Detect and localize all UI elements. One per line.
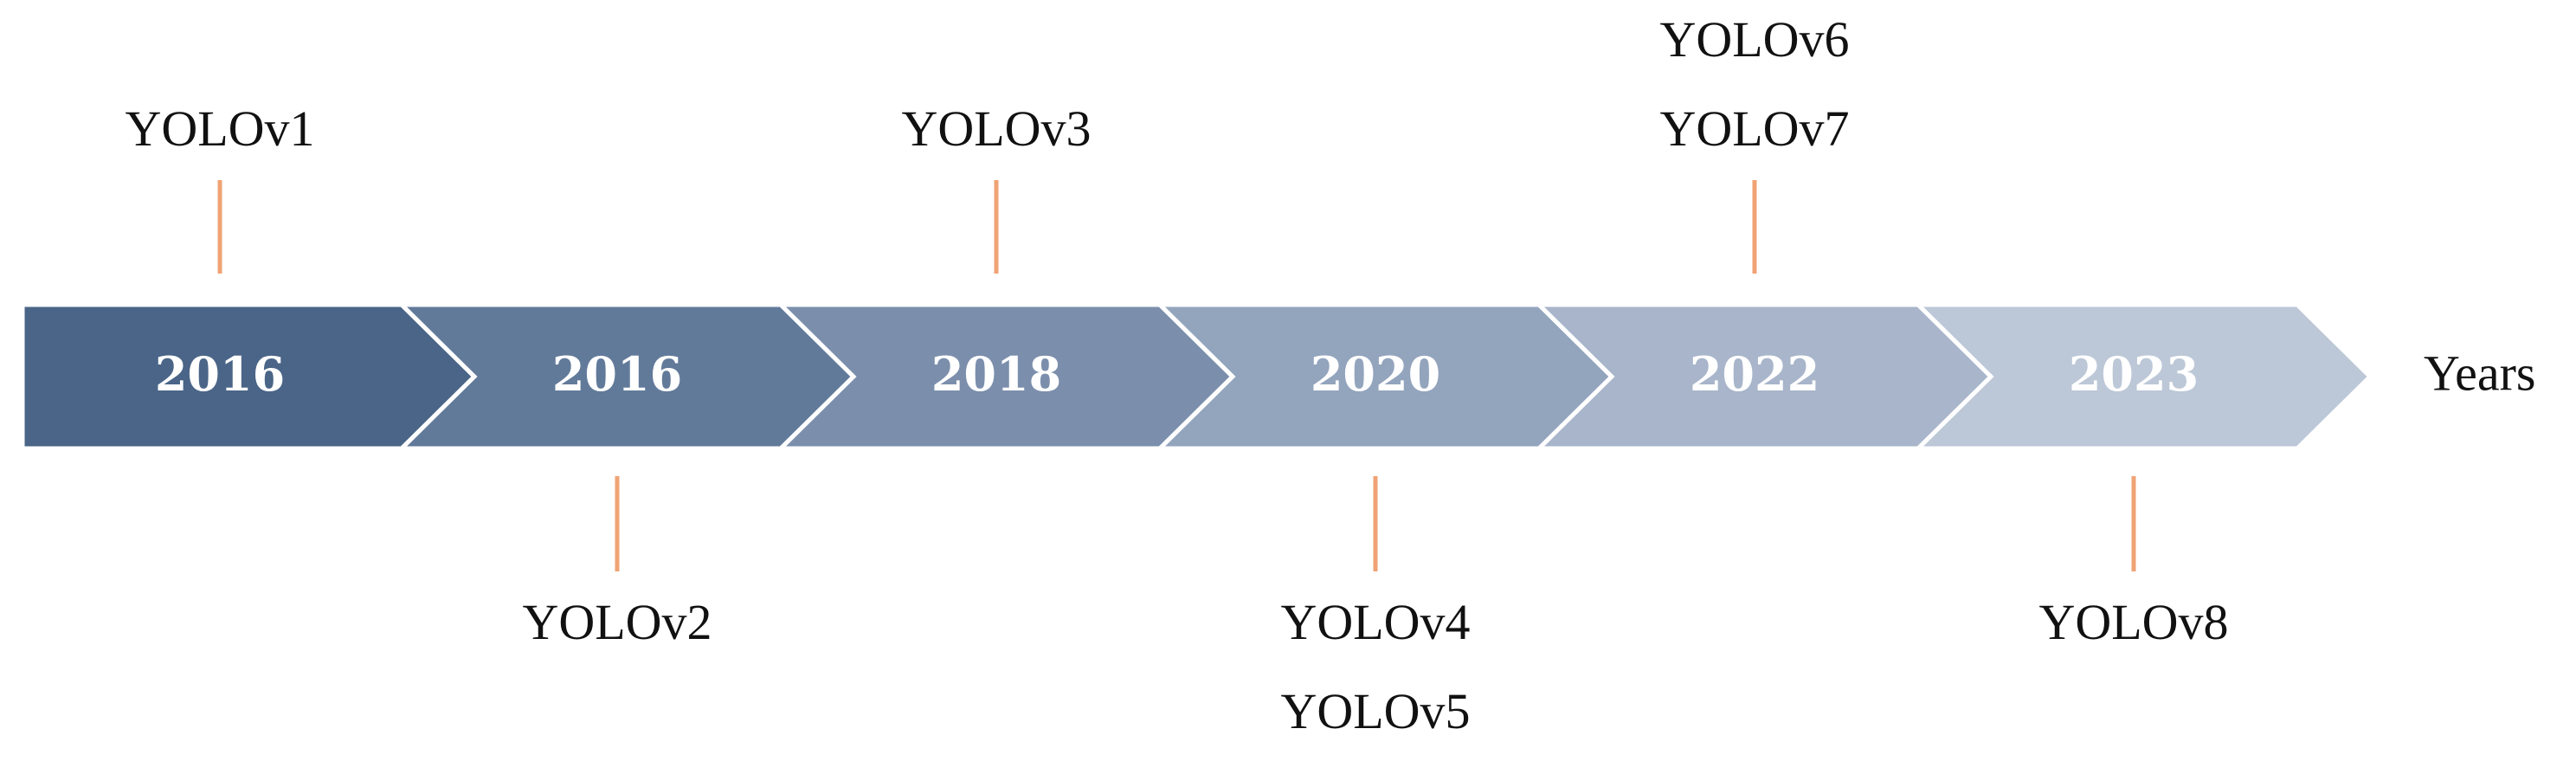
version-label-yolov8: YOLOv8 bbox=[2038, 594, 2228, 650]
timeline-year-label: 2020 bbox=[1311, 346, 1440, 402]
version-label-yolov2: YOLOv2 bbox=[522, 594, 712, 650]
version-label-yolov5: YOLOv5 bbox=[1280, 683, 1470, 739]
timeline-year-label: 2016 bbox=[155, 346, 285, 402]
axis-label-years: Years bbox=[2424, 345, 2535, 401]
timeline-year-label: 2016 bbox=[552, 346, 682, 402]
timeline-segment-6 bbox=[1912, 302, 2373, 451]
version-label-yolov1: YOLOv1 bbox=[125, 100, 314, 157]
timeline-segments: 2016 2016 2018 2020 2022 2023 bbox=[20, 302, 2373, 451]
version-label-yolov6: YOLOv6 bbox=[1659, 11, 1849, 68]
timeline-year-label: 2023 bbox=[2069, 346, 2199, 402]
timeline-year-label: 2018 bbox=[931, 346, 1061, 402]
version-label-yolov4: YOLOv4 bbox=[1280, 594, 1470, 650]
timeline-year-label: 2022 bbox=[1690, 346, 1819, 402]
version-label-yolov7: YOLOv7 bbox=[1659, 100, 1849, 157]
version-label-yolov3: YOLOv3 bbox=[901, 100, 1091, 157]
timeline-ticks bbox=[217, 180, 2136, 571]
